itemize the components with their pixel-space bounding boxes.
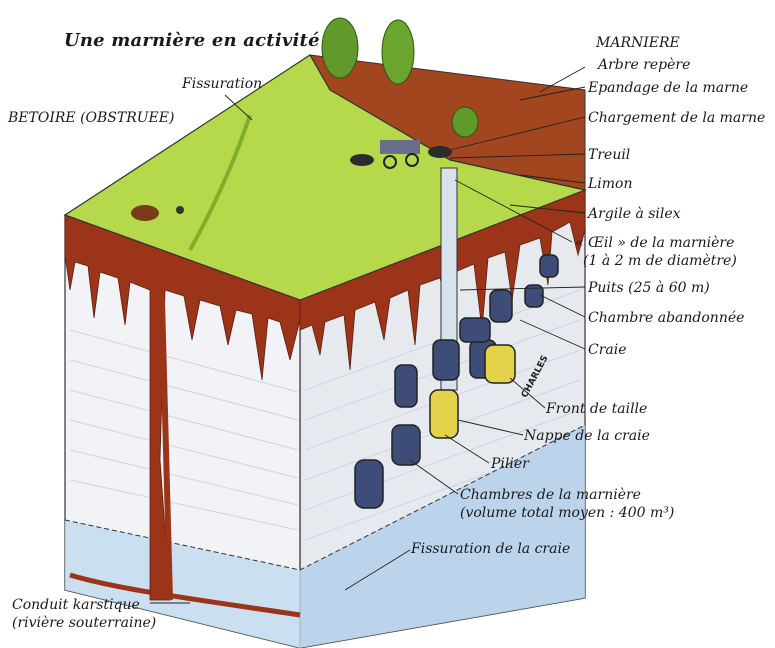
label-chambres-line2: (volume total moyen : 400 m³) [460, 505, 674, 521]
label-conduit-line1: Conduit karstique [12, 597, 140, 613]
chamber [355, 460, 383, 508]
label-fissuration-craie: Fissuration de la craie [411, 541, 570, 557]
label-chambre-abandonnee: Chambre abandonnée [588, 310, 744, 326]
label-limon: Limon [588, 176, 633, 192]
label-argile: Argile à silex [588, 206, 681, 222]
lit-chamber [485, 345, 515, 383]
label-fissuration: Fissuration [182, 76, 262, 92]
chamber [540, 255, 558, 277]
chamber [395, 365, 417, 407]
label-conduit-line2: (rivière souterraine) [12, 615, 156, 631]
label-chargement: Chargement de la marne [588, 110, 765, 126]
chamber [392, 425, 420, 465]
chamber [490, 290, 512, 322]
lit-chamber [430, 390, 458, 438]
label-marniere: MARNIERE [596, 35, 680, 51]
label-oeil-line2: (1 à 2 m de diamètre) [583, 253, 737, 269]
page-title: Une marnière en activité [64, 33, 320, 49]
label-arbre-repere: Arbre repère [598, 57, 690, 73]
label-pilier: Pilier [491, 456, 529, 472]
label-treuil: Treuil [588, 147, 630, 163]
label-nappe: Nappe de la craie [524, 428, 650, 444]
label-front-taille: Front de taille [546, 401, 647, 417]
chamber [433, 340, 459, 380]
label-betoire: BETOIRE (OBSTRUEE) [8, 110, 174, 126]
label-chambres-line1: Chambres de la marnière [460, 487, 641, 503]
label-oeil-line1: « Œil » de la marnière [575, 235, 734, 251]
label-epandage: Epandage de la marne [588, 80, 748, 96]
chamber [460, 318, 490, 342]
label-craie: Craie [588, 342, 627, 358]
label-puits: Puits (25 à 60 m) [588, 280, 710, 296]
